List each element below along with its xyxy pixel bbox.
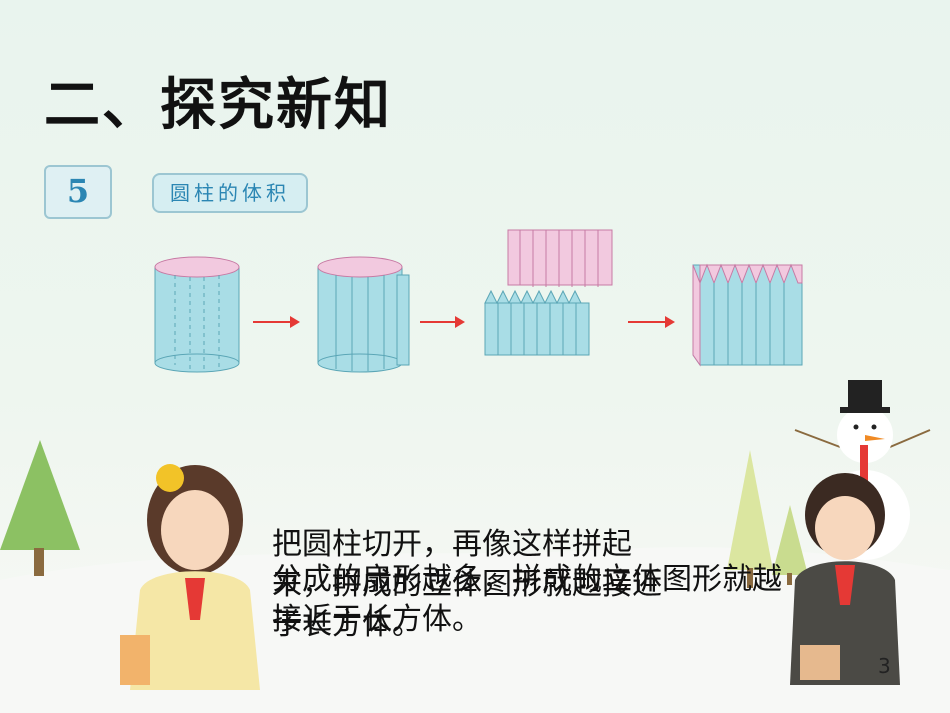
- boy-illustration: [790, 473, 900, 685]
- pine-tree-icon: [727, 450, 773, 588]
- cylinder-whole: [154, 256, 240, 373]
- caption-more-sectors: 分成的扇形越多，拼成的立体图形就越接近于长方体。: [272, 562, 782, 637]
- pine-tree-icon: [772, 505, 808, 585]
- arrow-right-icon: [420, 316, 465, 328]
- cylinder-diagram: [154, 229, 803, 373]
- pine-tree-icon: [0, 440, 80, 576]
- girl-illustration: [120, 464, 260, 690]
- cylinder-sliced: [317, 256, 410, 373]
- section-number-badge: 5: [44, 165, 112, 219]
- arrow-right-icon: [628, 316, 675, 328]
- page-number: 3: [878, 654, 891, 678]
- page-title: 二、探究新知: [44, 73, 392, 138]
- cuboid-result: [692, 263, 803, 367]
- arrow-right-icon: [253, 316, 300, 328]
- section-label: 圆柱的体积: [152, 173, 308, 213]
- caption-cut-cylinder: 把圆柱切开，再像这样拼起来，拼成的立体图形就越接近于长方体。: [272, 527, 662, 642]
- cylinder-pieces: [484, 229, 613, 356]
